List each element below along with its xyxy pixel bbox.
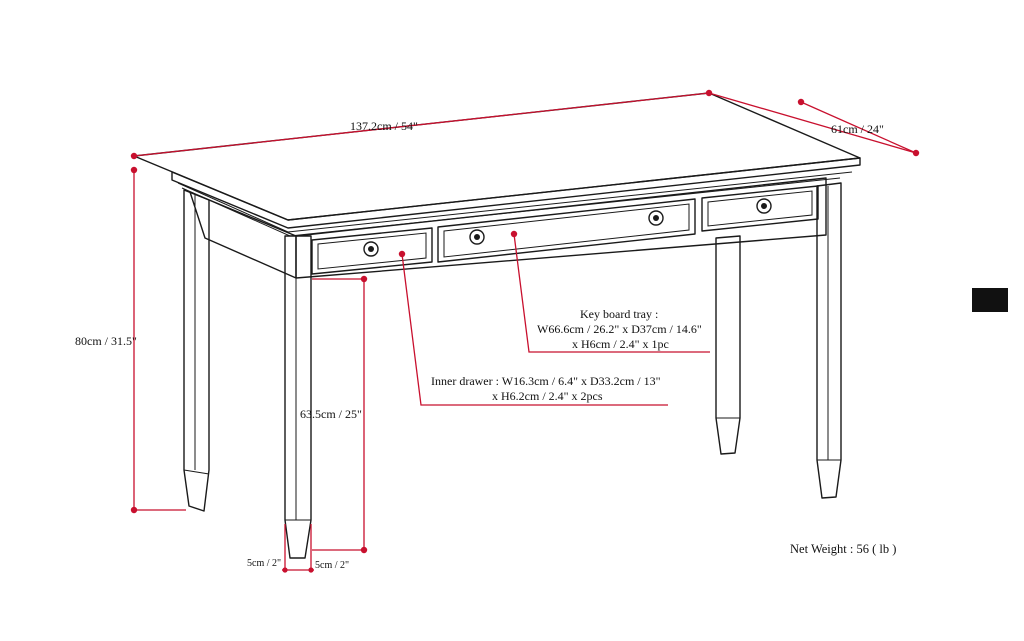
back-left-leg-taper (183, 469, 210, 475)
desk-top-edge (171, 157, 861, 229)
inner-drawer-dims: Inner drawer : W16.3cm / 6.4" x D33.2cm … (431, 374, 661, 388)
keyboard-tray-height: x H6cm / 2.4" x 1pc (572, 337, 669, 351)
height-label: 80cm / 31.5" (75, 334, 137, 348)
desk-illustration (133, 92, 861, 559)
drawer-knob-icon (363, 241, 379, 257)
drawer-right (701, 185, 819, 232)
inner-drawer-height: x H6.2cm / 2.4" x 2pcs (492, 389, 603, 403)
back-right-leg (715, 235, 741, 455)
drawer-knob-icon (648, 210, 664, 226)
drawer-left (311, 227, 433, 275)
front-right-leg (816, 182, 842, 499)
inner-drawer-leader (401, 253, 668, 406)
dimension-lines (130, 89, 920, 573)
depth-label: 61cm / 24" (831, 122, 884, 136)
side-tab[interactable] (972, 288, 1008, 312)
drawer-knob-icon (756, 198, 772, 214)
width-dimension-line (133, 92, 710, 157)
leg-width-right-label: 5cm / 2" (315, 560, 349, 571)
keyboard-tray-leader (513, 233, 710, 353)
depth-dimension-line-2 (800, 101, 917, 154)
keyboard-tray-front (437, 198, 696, 263)
depth-dimension-line (708, 92, 917, 154)
net-weight-label: Net Weight : 56 ( lb ) (790, 542, 896, 556)
drawer-knob-icon (469, 229, 485, 245)
front-left-leg (284, 235, 312, 559)
keyboard-tray-dims: W66.6cm / 26.2" x D37cm / 14.6" (537, 322, 702, 336)
side-apron (189, 191, 297, 279)
keyboard-tray-title: Key board tray : (580, 307, 658, 321)
clearance-label: 63.5cm / 25" (300, 407, 362, 421)
width-label: 137.2cm / 54" (350, 119, 418, 133)
leg-width-left-label: 5cm / 2" (247, 558, 281, 569)
